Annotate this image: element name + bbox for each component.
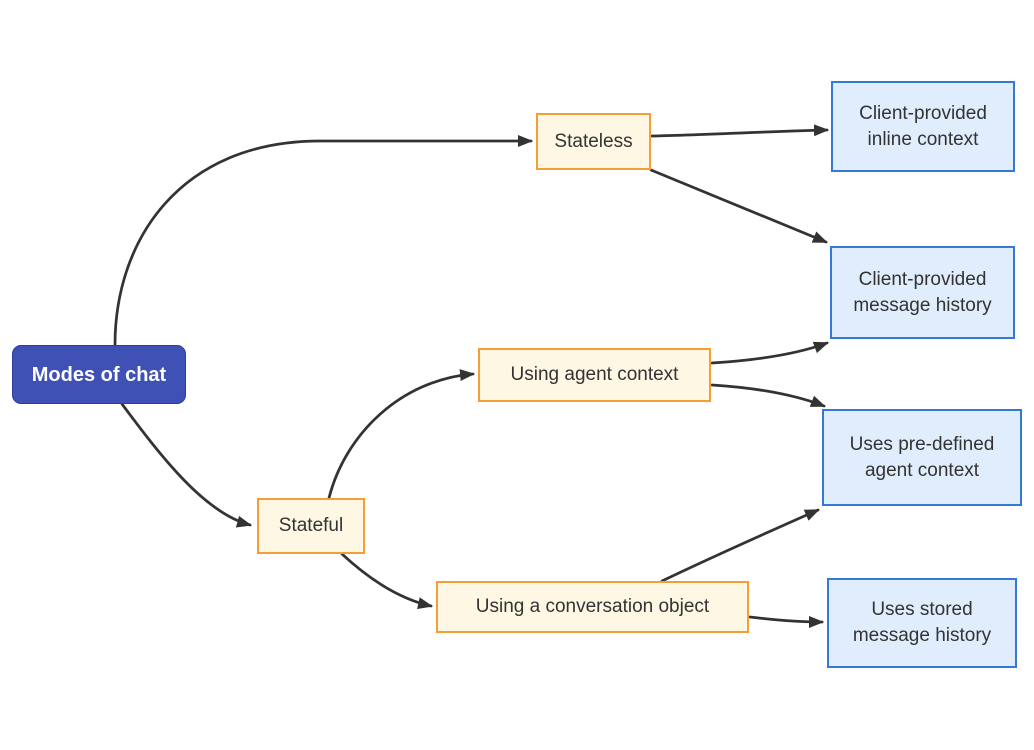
edge-modes-to-stateless — [113, 135, 533, 347]
node-conversation-object: Using a conversation object — [436, 581, 749, 633]
node-stateful-label: Stateful — [278, 515, 344, 536]
node-client-inline-context: Client-provided inline context — [831, 81, 1015, 172]
edge-stateless-to-client-message-history — [649, 168, 828, 244]
node-modes-of-chat-label: Modes of chat — [31, 363, 167, 386]
node-client-message-history: Client-provided message history — [830, 246, 1015, 339]
node-using-agent-context-label: Using agent context — [510, 364, 679, 385]
node-stored-message-history: Uses stored message history — [827, 578, 1017, 668]
node-client-message-history-label: Client-provided message history — [853, 268, 992, 316]
edge-agent-context-to-client-message-history — [710, 341, 829, 365]
edge-stateful-to-conversation-object — [340, 552, 433, 609]
edge-conversation-object-to-stored-message-history — [748, 615, 824, 628]
node-predefined-agent-context: Uses pre-defined agent context — [822, 409, 1022, 506]
edge-conversation-object-to-predefined-context — [660, 508, 820, 583]
edge-stateful-to-using-agent-context — [327, 369, 475, 500]
edge-stateless-to-client-inline-context — [650, 124, 829, 138]
node-predefined-agent-context-label: Uses pre-defined agent context — [849, 433, 995, 481]
node-stateless-label: Stateless — [554, 130, 633, 152]
edge-modes-to-stateful — [120, 402, 252, 528]
node-client-inline-context-label: Client-provided inline context — [859, 102, 987, 150]
node-using-agent-context: Using agent context — [478, 348, 711, 402]
node-stored-message-history-label: Uses stored message history — [852, 599, 992, 646]
edge-agent-context-to-predefined-context — [710, 383, 826, 408]
node-conversation-object-label: Using a conversation object — [475, 596, 710, 617]
node-stateful: Stateful — [257, 498, 365, 554]
node-modes-of-chat: Modes of chat — [12, 345, 186, 404]
node-stateless: Stateless — [536, 113, 651, 170]
